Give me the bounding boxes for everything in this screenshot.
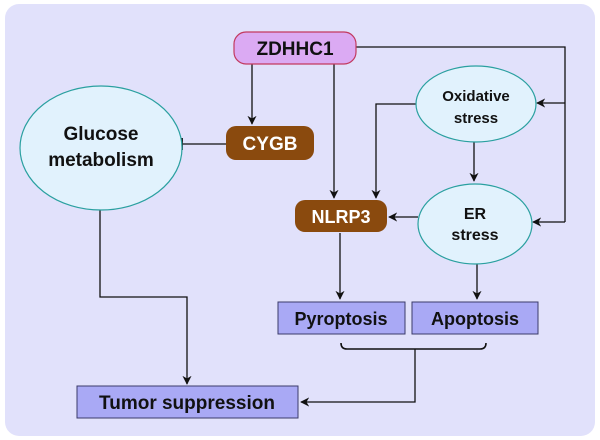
oxidative-label-line2: stress [454,110,498,127]
apoptosis-label: Apoptosis [431,309,519,329]
glucose-label-line2: metabolism [48,150,154,171]
pyroptosis-label: Pyroptosis [294,309,387,329]
zdhhc1-label: ZDHHC1 [256,39,333,60]
edge-bracket-tumor [300,349,416,407]
node-glucose-metabolism: Glucose metabolism [19,85,183,211]
node-zdhhc1: ZDHHC1 [233,31,357,65]
tumor-suppression-label: Tumor suppression [99,393,275,414]
er-label-line1: ER [464,206,487,223]
edge-zdhhc1-rail [356,46,566,222]
edge-oxidative-nlrp3 [371,103,416,199]
glucose-label-line1: Glucose [64,124,139,145]
node-nlrp3: NLRP3 [295,200,387,232]
er-label-line2: stress [451,227,498,244]
nlrp3-label: NLRP3 [311,207,370,227]
bracket [340,342,487,350]
node-cygb: CYGB [226,126,314,160]
node-tumor-suppression: Tumor suppression [76,385,299,419]
cygb-label: CYGB [243,134,298,155]
oxidative-label-line1: Oxidative [442,88,510,105]
node-pyroptosis: Pyroptosis [277,301,406,335]
node-oxidative-stress: Oxidative stress [415,65,537,143]
node-apoptosis: Apoptosis [411,301,539,335]
node-er-stress: ER stress [417,183,533,265]
edge-glucose-tumor [99,210,192,385]
